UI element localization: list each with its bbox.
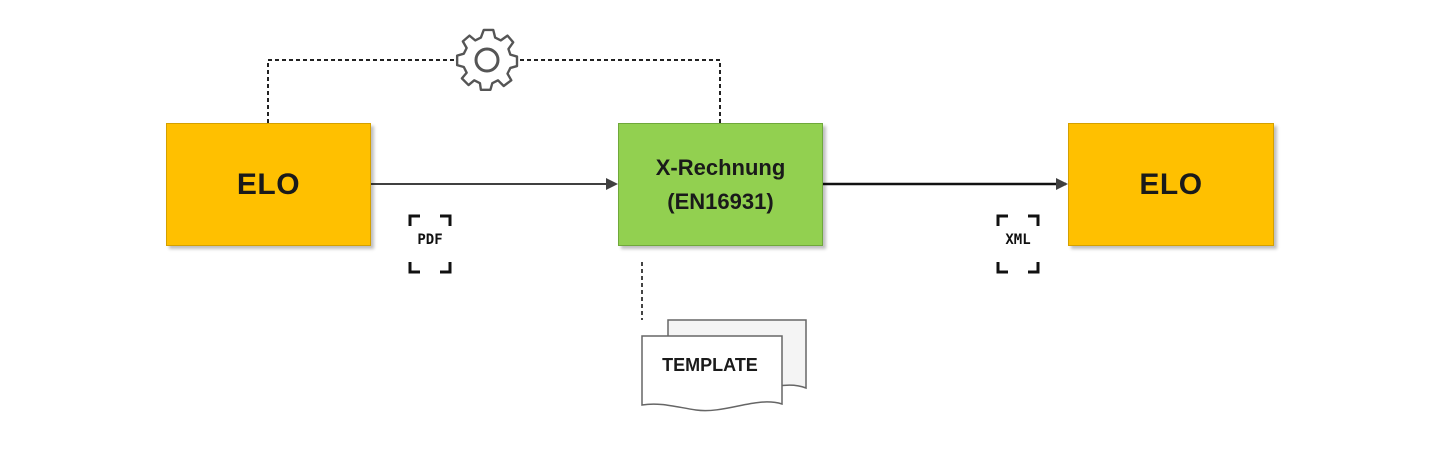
control-dashed-line-left: [267, 59, 455, 123]
template-label: TEMPLATE: [662, 355, 758, 375]
gear-icon: [455, 28, 519, 91]
document-stack-icon: [641, 319, 807, 412]
x-rechnung-standard: (EN16931): [667, 188, 774, 214]
xml-file-icon: [996, 214, 1040, 274]
control-dashed-line-right: [520, 59, 721, 123]
x-rechnung-node: X-Rechnung (EN16931): [618, 123, 823, 246]
pdf-label-box: PDF: [410, 221, 450, 261]
pdf-file-icon: [408, 214, 452, 274]
elo-source-label: ELO: [236, 167, 301, 201]
xml-label-box: XML: [998, 221, 1038, 261]
xml-label: XML: [1005, 232, 1031, 248]
x-rechnung-title: X-Rechnung: [655, 154, 786, 180]
elo-source-node: ELO: [166, 123, 371, 246]
elo-target-label: ELO: [1139, 167, 1203, 201]
pdf-label: PDF: [417, 232, 443, 248]
elo-target-node: ELO: [1068, 123, 1274, 246]
